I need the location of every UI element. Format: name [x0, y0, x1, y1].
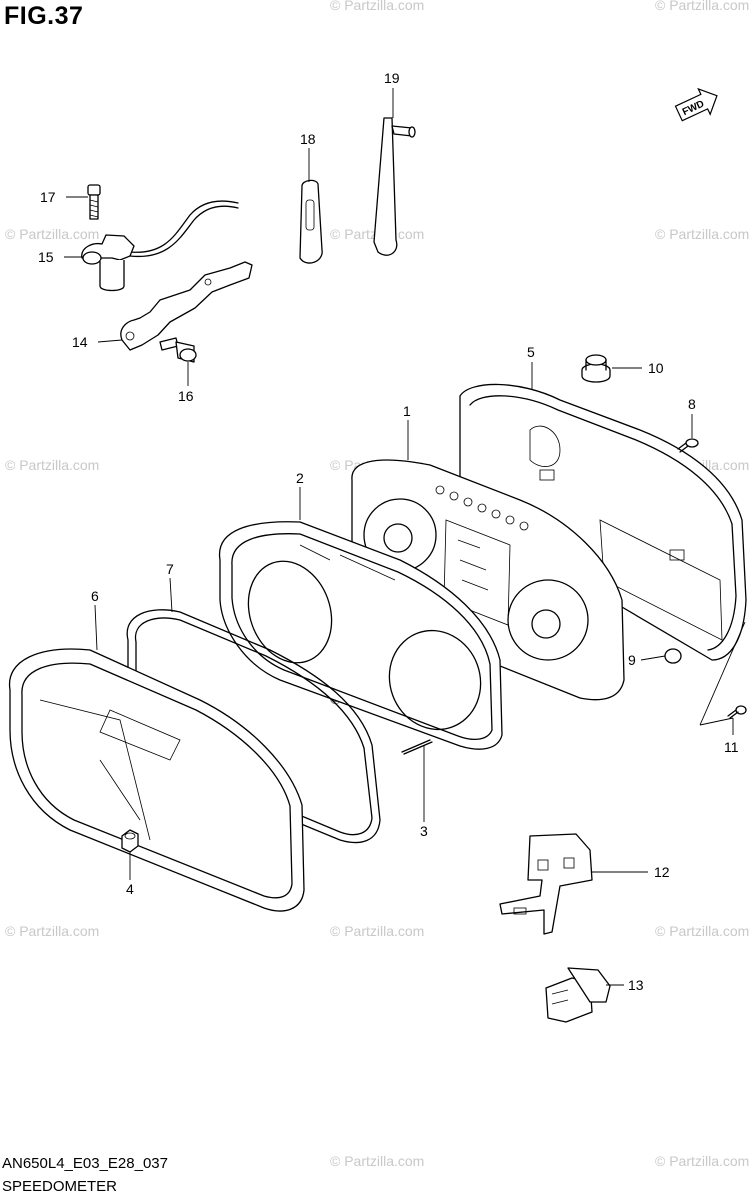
figure-name: SPEEDOMETER [2, 1178, 118, 1195]
callout-2: 2 [296, 470, 304, 486]
callout-15: 15 [38, 249, 54, 265]
callout-labels: 17 15 14 16 18 19 5 10 8 1 2 9 11 7 6 3 … [38, 70, 739, 993]
callout-9: 9 [628, 652, 636, 668]
callout-8: 8 [688, 396, 696, 412]
watermark: © Partzilla.com [330, 923, 424, 939]
watermark: © Partzilla.com [5, 923, 99, 939]
callout-12: 12 [654, 864, 670, 880]
callout-4: 4 [126, 881, 134, 897]
callout-18: 18 [300, 131, 316, 147]
callout-6: 6 [91, 588, 99, 604]
part-18-strap [299, 179, 323, 264]
part-4-nut [121, 829, 139, 853]
callout-17: 17 [40, 189, 56, 205]
part-13-connector [545, 967, 611, 1023]
watermark: © Partzilla.com [330, 1153, 424, 1169]
part-5-lower-case [459, 383, 747, 661]
watermark: © Partzilla.com [655, 0, 749, 13]
figure-title: FIG.37 [4, 2, 84, 30]
callout-11: 11 [724, 739, 739, 755]
callout-19: 19 [384, 70, 400, 86]
part-11-screw [727, 705, 747, 719]
watermark: © Partzilla.com [5, 226, 99, 242]
callout-7: 7 [166, 561, 174, 577]
part-16-flange-bolt [159, 337, 197, 363]
part-9-cap [664, 648, 682, 664]
part-8-screw [677, 438, 699, 453]
watermark: © Partzilla.com [655, 1153, 749, 1169]
watermark: © Partzilla.com [655, 226, 749, 242]
callout-16: 16 [178, 388, 194, 404]
part-14-bracket [120, 261, 253, 351]
part-3-pin [401, 739, 433, 755]
part-12-bracket [499, 833, 593, 935]
watermark: © Partzilla.com [5, 457, 99, 473]
callout-1: 1 [403, 403, 411, 419]
callout-10: 10 [648, 360, 664, 376]
forward-arrow-icon: FWD [674, 87, 718, 122]
callout-14: 14 [72, 334, 88, 350]
part-15-speed-sensor [81, 200, 239, 292]
part-19-rod-clip [373, 117, 416, 256]
indicator-lamps [435, 485, 529, 531]
watermark: © Partzilla.com [655, 923, 749, 939]
callout-13: 13 [628, 977, 644, 993]
figure-code: AN650L4_E03_E28_037 [2, 1155, 168, 1172]
callout-3: 3 [420, 823, 428, 839]
callout-5: 5 [527, 344, 535, 360]
part-10-grommet [581, 354, 611, 383]
part-17-bolt [87, 184, 101, 220]
part-6-front-cover [8, 648, 305, 912]
watermark: © Partzilla.com [330, 0, 424, 13]
leader-lines [64, 88, 746, 986]
part-2-meter-panel [218, 521, 503, 750]
